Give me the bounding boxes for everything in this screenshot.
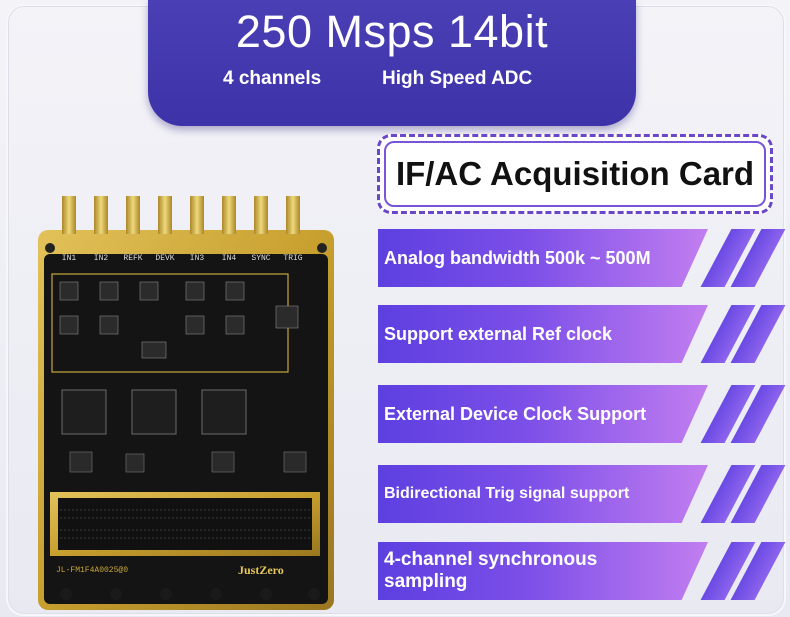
card-title: IF/AC Acquisition Card	[384, 141, 766, 207]
connector-label: SYNC	[251, 254, 270, 263]
feature-bar	[378, 465, 708, 523]
board-brand: JustZero	[238, 563, 284, 577]
connector-label: REFK	[123, 254, 142, 263]
connector-label: DEVK	[155, 254, 174, 263]
adc-board-image: IN1 IN2 REFK DEVK IN3 IN4 SYNC TRIG J	[38, 196, 334, 610]
connector-label: IN3	[190, 254, 205, 263]
connector-label: IN4	[222, 254, 237, 263]
feature-bar	[378, 305, 708, 363]
card-title-box: IF/AC Acquisition Card	[377, 134, 773, 214]
feature-ref-clock: Support external Ref clock	[378, 305, 786, 363]
channels-label: 4 channels	[223, 68, 322, 89]
feature-bar	[378, 385, 708, 443]
header-banner: 250 Msps 14bit 4 channels High Speed ADC	[148, 0, 636, 126]
connector-label: IN1	[62, 254, 77, 263]
feature-label: External Device Clock Support	[384, 404, 647, 424]
feature-bar	[378, 542, 708, 600]
connector-label: TRIG	[283, 254, 302, 263]
feature-bandwidth: Analog bandwidth 500k ~ 500M	[378, 229, 786, 287]
feature-trig: Bidirectional Trig signal support	[378, 465, 786, 523]
board-part-number: JL-FM1F4A0025@0	[56, 566, 128, 575]
feature-device-clock: External Device Clock Support	[378, 385, 786, 443]
feature-label: Analog bandwidth 500k ~ 500M	[384, 248, 651, 268]
sma-connectors	[62, 196, 300, 234]
feature-bar	[378, 229, 708, 287]
feature-label: Support external Ref clock	[384, 324, 613, 344]
feature-label: 4-channel synchronous sampling	[384, 549, 598, 592]
adc-label: High Speed ADC	[382, 68, 533, 89]
feature-label: Bidirectional Trig signal support	[384, 485, 630, 502]
header-title: 250 Msps 14bit	[235, 6, 549, 57]
feature-sync-sampling: 4-channel synchronous sampling	[378, 542, 786, 600]
connector-label: IN2	[94, 254, 109, 263]
